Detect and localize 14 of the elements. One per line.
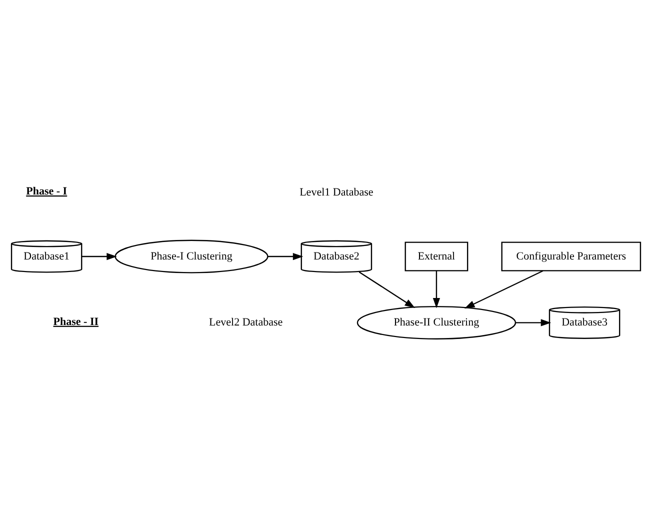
arrow — [516, 319, 552, 326]
label: Phase - I — [26, 185, 68, 198]
arrow — [268, 252, 304, 260]
arrow — [82, 252, 117, 260]
arrow — [464, 270, 544, 308]
node-ellipse: Phase-II Clustering — [356, 306, 516, 340]
arrow — [432, 271, 440, 308]
node-ellipse: Phase-I Clustering — [114, 240, 268, 274]
arrow — [358, 271, 416, 308]
label: Phase - II — [53, 316, 99, 328]
node-text: Level2 Database — [208, 316, 283, 329]
node-text: Level1 Database — [300, 186, 374, 198]
node-box: External — [404, 242, 468, 272]
node-box: Configurable Parameters — [501, 242, 642, 272]
